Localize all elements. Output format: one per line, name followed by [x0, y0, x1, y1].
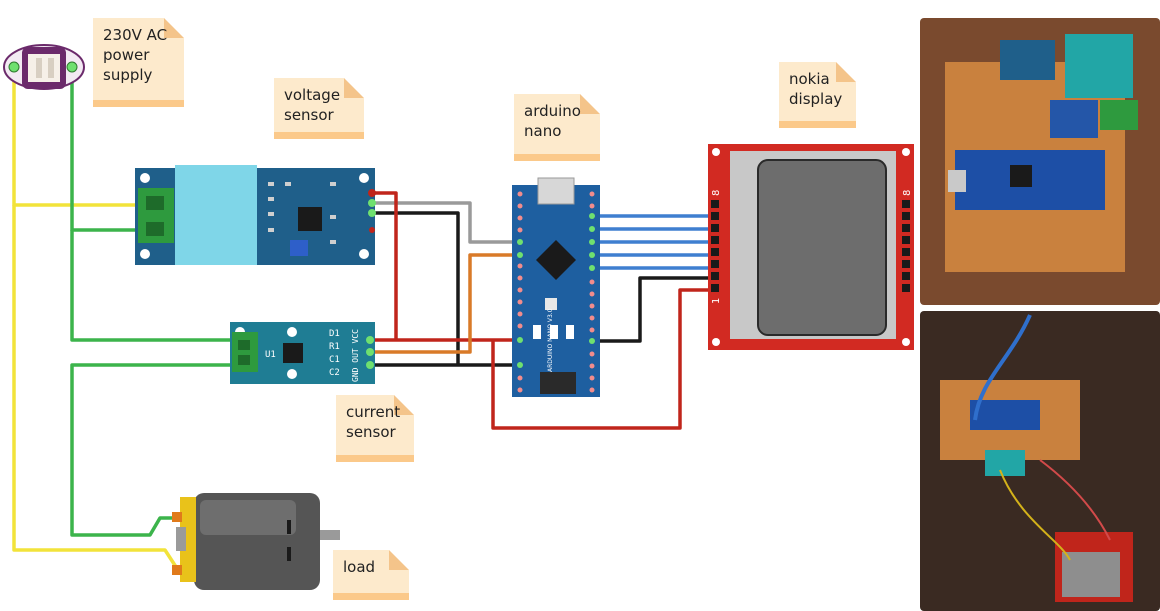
- current-pin-header: GND OUT VCC: [351, 329, 360, 382]
- nano-board-label: ARDUINO NANO V3.0: [547, 308, 554, 372]
- wires: [12, 70, 715, 571]
- display-pin-8-right: 8: [902, 190, 913, 196]
- motor-load: [172, 493, 340, 590]
- photo-assembly-bottom: [920, 311, 1160, 611]
- wire-grey: [372, 201, 520, 244]
- current-sensor-module: U1 D1 R1 C1 C2 GND OUT VCC: [230, 322, 375, 384]
- current-pin-d1: D1: [329, 329, 340, 339]
- display-pin-8: 8: [711, 190, 722, 196]
- note-current-sensor: current sensor: [336, 395, 414, 462]
- note-voltage-sensor-text: voltage sensor: [284, 86, 341, 124]
- photo-assembly-top: [920, 18, 1160, 305]
- wire-green-load: [70, 363, 238, 537]
- wire-red-disp: [491, 288, 715, 430]
- voltage-sensor-module: [135, 165, 376, 265]
- note-load: load: [333, 550, 409, 600]
- current-pin-c2: C2: [329, 368, 340, 378]
- note-nokia-display-text: nokia display: [789, 70, 843, 108]
- current-pin-r1: R1: [329, 342, 340, 352]
- wire-black-disp: [596, 276, 715, 343]
- note-power-supply-text: 230V AC power supply: [103, 26, 168, 84]
- note-nokia-display: nokia display: [779, 62, 856, 128]
- nokia-display-module: 8 1 8: [708, 144, 914, 350]
- arduino-nano-board: ARDUINO NANO V3.0: [512, 177, 600, 397]
- power-plug: [3, 44, 85, 90]
- note-power-supply: 230V AC power supply: [93, 18, 184, 107]
- wire-orange: [370, 253, 520, 354]
- note-arduino-nano-text: arduino nano: [524, 102, 581, 140]
- wire-black-vs: [372, 211, 460, 365]
- note-arduino-nano: arduino nano: [514, 94, 600, 161]
- current-chip-label: U1: [265, 350, 276, 360]
- display-pin-1: 1: [711, 298, 722, 304]
- note-load-text: load: [343, 558, 376, 576]
- wire-green-current: [70, 230, 238, 342]
- note-voltage-sensor: voltage sensor: [274, 78, 364, 139]
- note-current-sensor-text: current sensor: [346, 403, 401, 441]
- wire-red-vs: [372, 191, 398, 340]
- wire-yellow-load: [12, 205, 180, 571]
- current-pin-c1: C1: [329, 355, 340, 365]
